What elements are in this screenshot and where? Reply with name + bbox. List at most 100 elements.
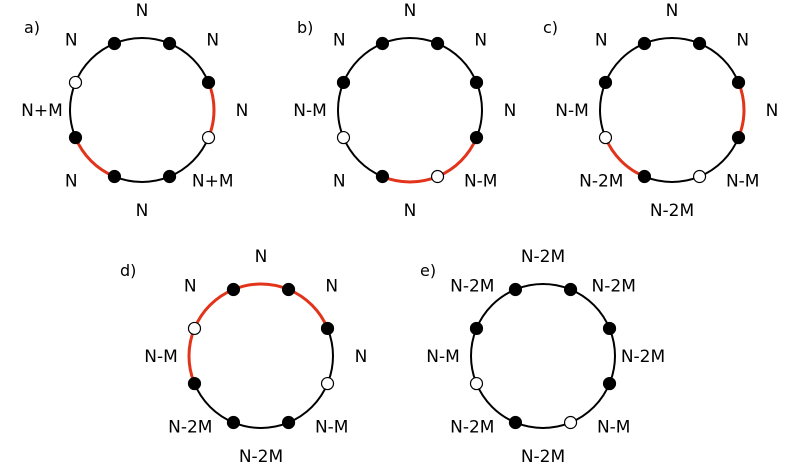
- arc-label: N-M: [726, 172, 760, 192]
- filled-node: [375, 36, 390, 51]
- arc-label: N: [65, 30, 78, 50]
- arc-label: N: [404, 1, 417, 21]
- arc-label: N-2M: [168, 418, 212, 438]
- panel-e: e)N-2MN-2MN-MN-2MN-2MN-MN-2MN-2M: [420, 247, 665, 465]
- arc-label: N: [355, 347, 368, 367]
- filled-node: [508, 282, 523, 297]
- arc-label: N: [766, 101, 779, 121]
- panel-label: e): [420, 261, 436, 280]
- filled-node: [692, 36, 707, 51]
- arc-label: N: [736, 30, 749, 50]
- arc-label: N: [666, 1, 679, 21]
- arc-label: N: [65, 172, 78, 192]
- arc-label: N-2M: [239, 447, 283, 465]
- highlighted-arc: [737, 81, 746, 139]
- highlighted-arc: [207, 81, 216, 139]
- highlighted-arc: [187, 327, 196, 385]
- arc-label: N: [184, 276, 197, 296]
- arc-label: N-2M: [450, 276, 494, 296]
- open-node: [598, 130, 613, 145]
- arc-label: N: [136, 1, 149, 21]
- arc-label: N-M: [426, 347, 460, 367]
- filled-node: [107, 169, 122, 184]
- highlighted-arc: [74, 136, 116, 178]
- highlighted-arc: [232, 282, 290, 291]
- arc-label: N: [206, 30, 219, 50]
- filled-node: [598, 75, 613, 90]
- arc-label: N: [333, 30, 346, 50]
- highlighted-arc: [193, 288, 235, 330]
- ring: [470, 283, 616, 429]
- filled-node: [320, 321, 335, 336]
- panel-d: d) N N N-M N-2M N-2M N-M N N: [120, 247, 367, 465]
- filled-node: [563, 282, 578, 297]
- filled-node: [469, 321, 484, 336]
- filled-node: [731, 130, 746, 145]
- filled-node: [281, 282, 296, 297]
- arc-label: N: [333, 172, 346, 192]
- filled-node: [430, 36, 445, 51]
- arc-label: N-2M: [579, 172, 623, 192]
- arc-label: N-2M: [450, 418, 494, 438]
- arc-label: N-2M: [650, 201, 694, 221]
- filled-node: [375, 169, 390, 184]
- arc-label: N-2M: [621, 347, 665, 367]
- arc-label: N-2M: [521, 447, 565, 465]
- filled-node: [637, 36, 652, 51]
- arc-label: N-2M: [521, 247, 565, 267]
- highlighted-arc: [381, 175, 439, 184]
- filled-node: [336, 75, 351, 90]
- filled-node: [162, 169, 177, 184]
- panel-b: b) N N N-M N N N-M N N: [293, 1, 516, 221]
- filled-node: [281, 415, 296, 430]
- arc-label: N: [136, 201, 149, 221]
- arc-label: N: [474, 30, 487, 50]
- arc-label: N: [236, 101, 249, 121]
- highlighted-arc: [604, 136, 646, 178]
- filled-node: [107, 36, 122, 51]
- arc-label: N: [255, 247, 268, 267]
- filled-node: [162, 36, 177, 51]
- filled-node: [226, 282, 241, 297]
- filled-node: [602, 321, 617, 336]
- arc-label: N: [595, 30, 608, 50]
- arc-label: N: [404, 201, 417, 221]
- open-node: [336, 130, 351, 145]
- panel-c: c) N N N-M N-2M N-2M N-M N N: [543, 1, 778, 221]
- arc-label: N+M: [21, 101, 63, 121]
- arc-label: N-M: [293, 101, 327, 121]
- filled-node: [731, 75, 746, 90]
- filled-node: [68, 130, 83, 145]
- filled-node: [602, 376, 617, 391]
- filled-node: [508, 415, 523, 430]
- arc-label: N-M: [464, 172, 498, 192]
- arc-label: N-M: [555, 101, 589, 121]
- open-node: [68, 75, 83, 90]
- arc-label: N-M: [144, 347, 178, 367]
- arc-label: N-M: [315, 418, 349, 438]
- open-node: [430, 169, 445, 184]
- filled-node: [226, 415, 241, 430]
- open-node: [692, 169, 707, 184]
- panel-label: c): [543, 18, 558, 37]
- arc-label: N: [504, 101, 517, 121]
- panel-label: d): [120, 261, 136, 280]
- open-node: [201, 130, 216, 145]
- highlighted-arc: [287, 288, 329, 330]
- open-node: [469, 376, 484, 391]
- filled-node: [469, 130, 484, 145]
- panel-label: b): [297, 18, 313, 37]
- filled-node: [201, 75, 216, 90]
- open-node: [187, 321, 202, 336]
- filled-node: [637, 169, 652, 184]
- arc-label: N-M: [597, 418, 631, 438]
- filled-node: [469, 75, 484, 90]
- highlighted-arc: [436, 136, 478, 178]
- open-node: [320, 376, 335, 391]
- open-node: [563, 415, 578, 430]
- filled-node: [187, 376, 202, 391]
- arc-label: N: [325, 276, 338, 296]
- arc-label: N+M: [192, 172, 234, 192]
